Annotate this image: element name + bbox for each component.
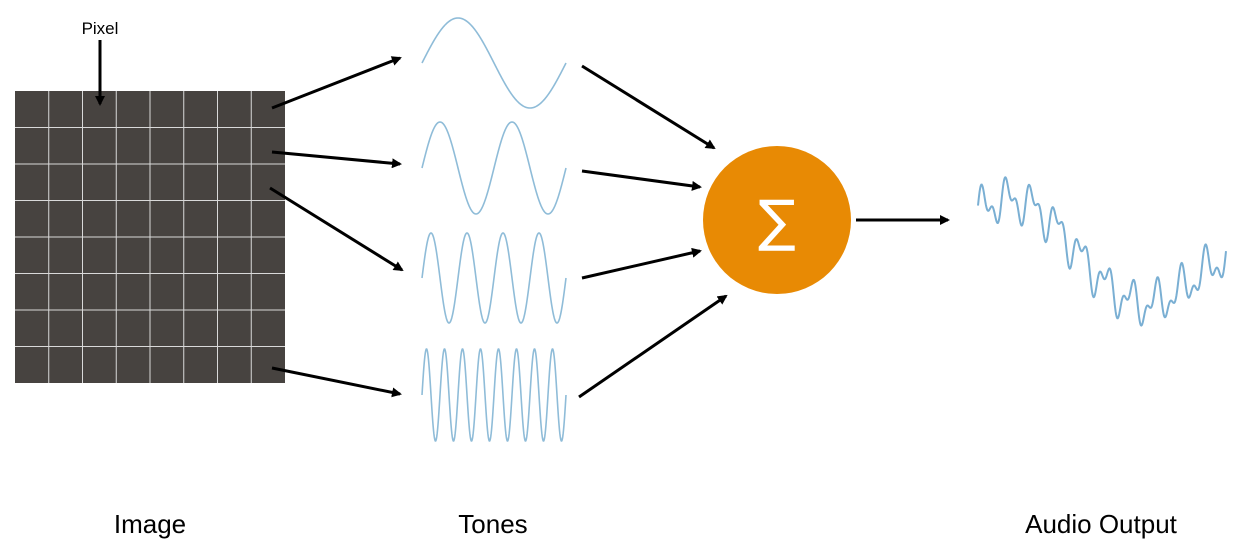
tone-4-wave: [421, 348, 567, 442]
pixel-label: Pixel: [82, 19, 119, 38]
grid-to-tone-2-arrow: [271, 150, 402, 169]
tone-1-wave: [421, 17, 567, 109]
tone-3-to-sum-arrow: [581, 247, 702, 280]
pixel-grid: [15, 91, 285, 383]
sum-symbol: ∑: [758, 189, 796, 254]
sum-node: [703, 146, 851, 294]
grid-to-tone-3-arrow: [269, 186, 404, 272]
grid-to-tone-4-arrow: [271, 366, 402, 398]
tone-2-to-sum-arrow: [581, 169, 702, 191]
image-caption: Image: [114, 509, 186, 539]
tones-caption: Tones: [458, 509, 527, 539]
grid-to-tone-1-arrow: [271, 56, 402, 110]
audio-output-wave: [977, 176, 1227, 327]
tone-3-wave: [421, 232, 567, 324]
audio-output-caption: Audio Output: [1025, 509, 1178, 539]
tone-2-wave: [421, 121, 567, 215]
tone-1-to-sum-arrow: [581, 64, 716, 150]
tone-4-to-sum-arrow: [578, 294, 728, 399]
